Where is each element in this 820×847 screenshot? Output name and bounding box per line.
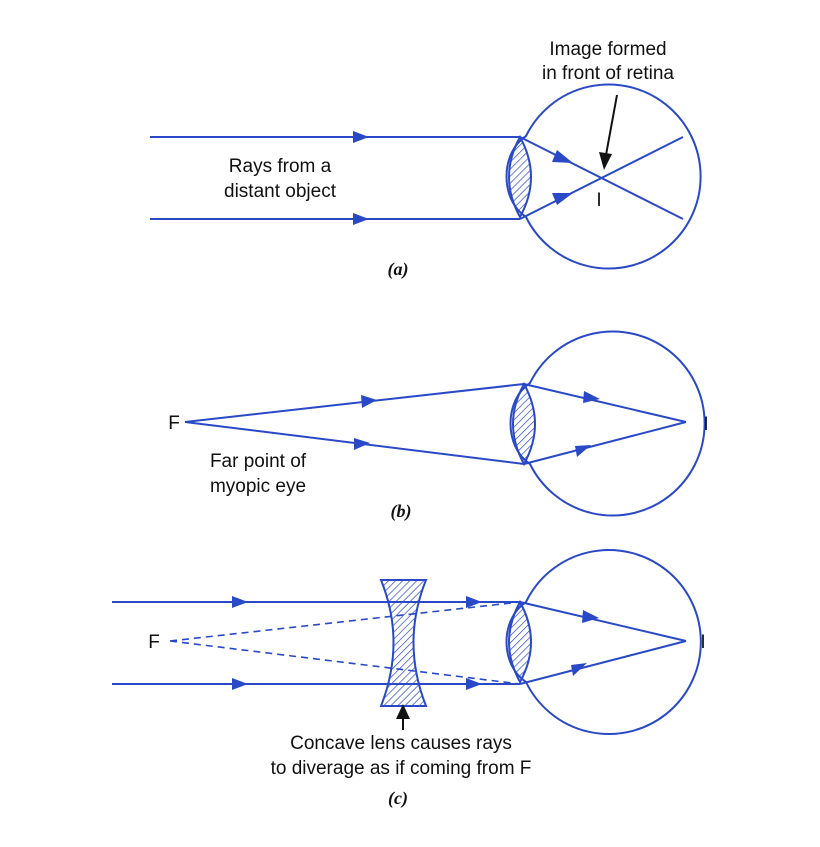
eye-lens-a — [508, 134, 532, 220]
arrow-c-top-inside — [582, 610, 599, 623]
arrow-b-top-inside — [583, 391, 600, 403]
arrow-c-bottom-2 — [466, 678, 482, 690]
eyeball-b — [509, 330, 706, 517]
concave-lens — [379, 579, 428, 707]
ray-a-bottom-inside — [519, 136, 684, 220]
ray-c-top-inside — [519, 601, 687, 642]
lens-label-c-2: to diverage as if coming from F — [271, 758, 532, 779]
far-label-b-2: myopic eye — [210, 476, 306, 497]
far-point-c: F — [148, 632, 160, 653]
arrow-a-top-inside — [552, 150, 573, 163]
virtual-ray-c-top — [169, 601, 521, 642]
arrow-c-bottom-inside — [571, 663, 587, 676]
arrow-b-bottom-inside — [575, 445, 591, 457]
arrow-a-bottom-inside — [552, 193, 573, 205]
panel-a: Image formed in front of retina I Rays f… — [150, 39, 702, 280]
panel-b: F I Far point of myopic eye (b) — [168, 330, 709, 522]
image-pointer-a — [605, 94, 618, 156]
image-point-b: I — [703, 414, 708, 435]
image-label-a-2: in front of retina — [542, 63, 674, 84]
eye-lens-c — [508, 599, 532, 685]
eyeball-c — [505, 549, 702, 735]
arrow-b-bottom — [354, 438, 370, 450]
arrow-b-top — [361, 395, 377, 408]
rays-label-a-2: distant object — [224, 181, 337, 202]
image-point-a: I — [596, 190, 601, 211]
caption-b: (b) — [391, 501, 412, 522]
ray-b-top-inside — [523, 383, 687, 423]
far-label-b-1: Far point of — [210, 451, 307, 472]
arrow-c-top-1 — [232, 596, 248, 608]
lens-pointer-head-c — [396, 704, 410, 719]
image-point-c: I — [700, 632, 705, 653]
ray-b-bottom-inside — [523, 421, 687, 465]
arrow-c-top-2 — [466, 596, 482, 608]
arrow-c-bottom-1 — [232, 678, 248, 690]
lens-label-c-1: Concave lens causes rays — [290, 733, 512, 754]
far-point-b: F — [168, 413, 180, 434]
ray-b-top — [184, 383, 525, 423]
image-label-a-1: Image formed — [549, 39, 666, 60]
image-pointer-head-a — [599, 152, 612, 170]
arrow-a-bottom — [353, 213, 369, 225]
eye-lens-b — [512, 381, 536, 467]
ray-c-bottom-inside — [519, 640, 687, 685]
caption-c: (c) — [388, 788, 408, 809]
arrow-a-top — [353, 131, 369, 143]
panel-c: F I Concave lens causes rays to diverage… — [112, 549, 706, 809]
rays-label-a-1: Rays from a — [229, 156, 332, 177]
virtual-ray-c-bottom — [169, 640, 521, 685]
caption-a: (a) — [388, 259, 409, 280]
